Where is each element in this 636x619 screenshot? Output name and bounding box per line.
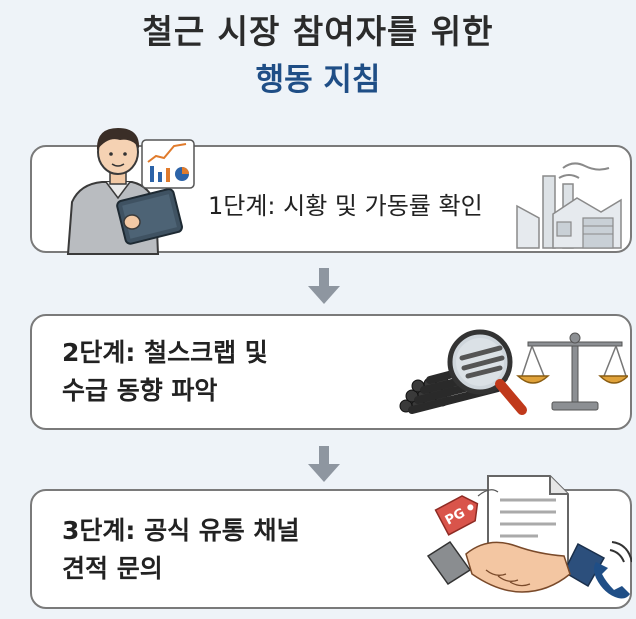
step-2-label: 2단계: 철스크랩 및 수급 동향 파악 (62, 334, 268, 410)
person-with-tablet-icon (66, 128, 195, 255)
step-2-line-2: 수급 동향 파악 (62, 376, 218, 405)
down-arrow-icon (308, 268, 340, 304)
factory-icon (516, 162, 622, 249)
step-3-line-2: 견적 문의 (62, 554, 163, 583)
step-2-line-1: 2단계: 철스크랩 및 (62, 338, 268, 367)
step-3-line-1: 3단계: 공식 유통 채널 (62, 516, 300, 545)
title-line-1: 철근 시장 참여자를 위한 (142, 12, 494, 51)
title-line-2: 행동 지침 (255, 62, 381, 98)
rebar-magnifier-scale-icon (399, 329, 628, 415)
step-3-label: 3단계: 공식 유통 채널 견적 문의 (62, 512, 300, 588)
step-1-label: 1단계: 시황 및 가동률 확인 (208, 192, 483, 220)
page-title: 철근 시장 참여자를 위한 행동 지침 (0, 10, 636, 102)
step-2-card (30, 314, 632, 430)
handshake-document-phone-icon: PG (426, 475, 632, 599)
down-arrow-icon (308, 446, 340, 482)
